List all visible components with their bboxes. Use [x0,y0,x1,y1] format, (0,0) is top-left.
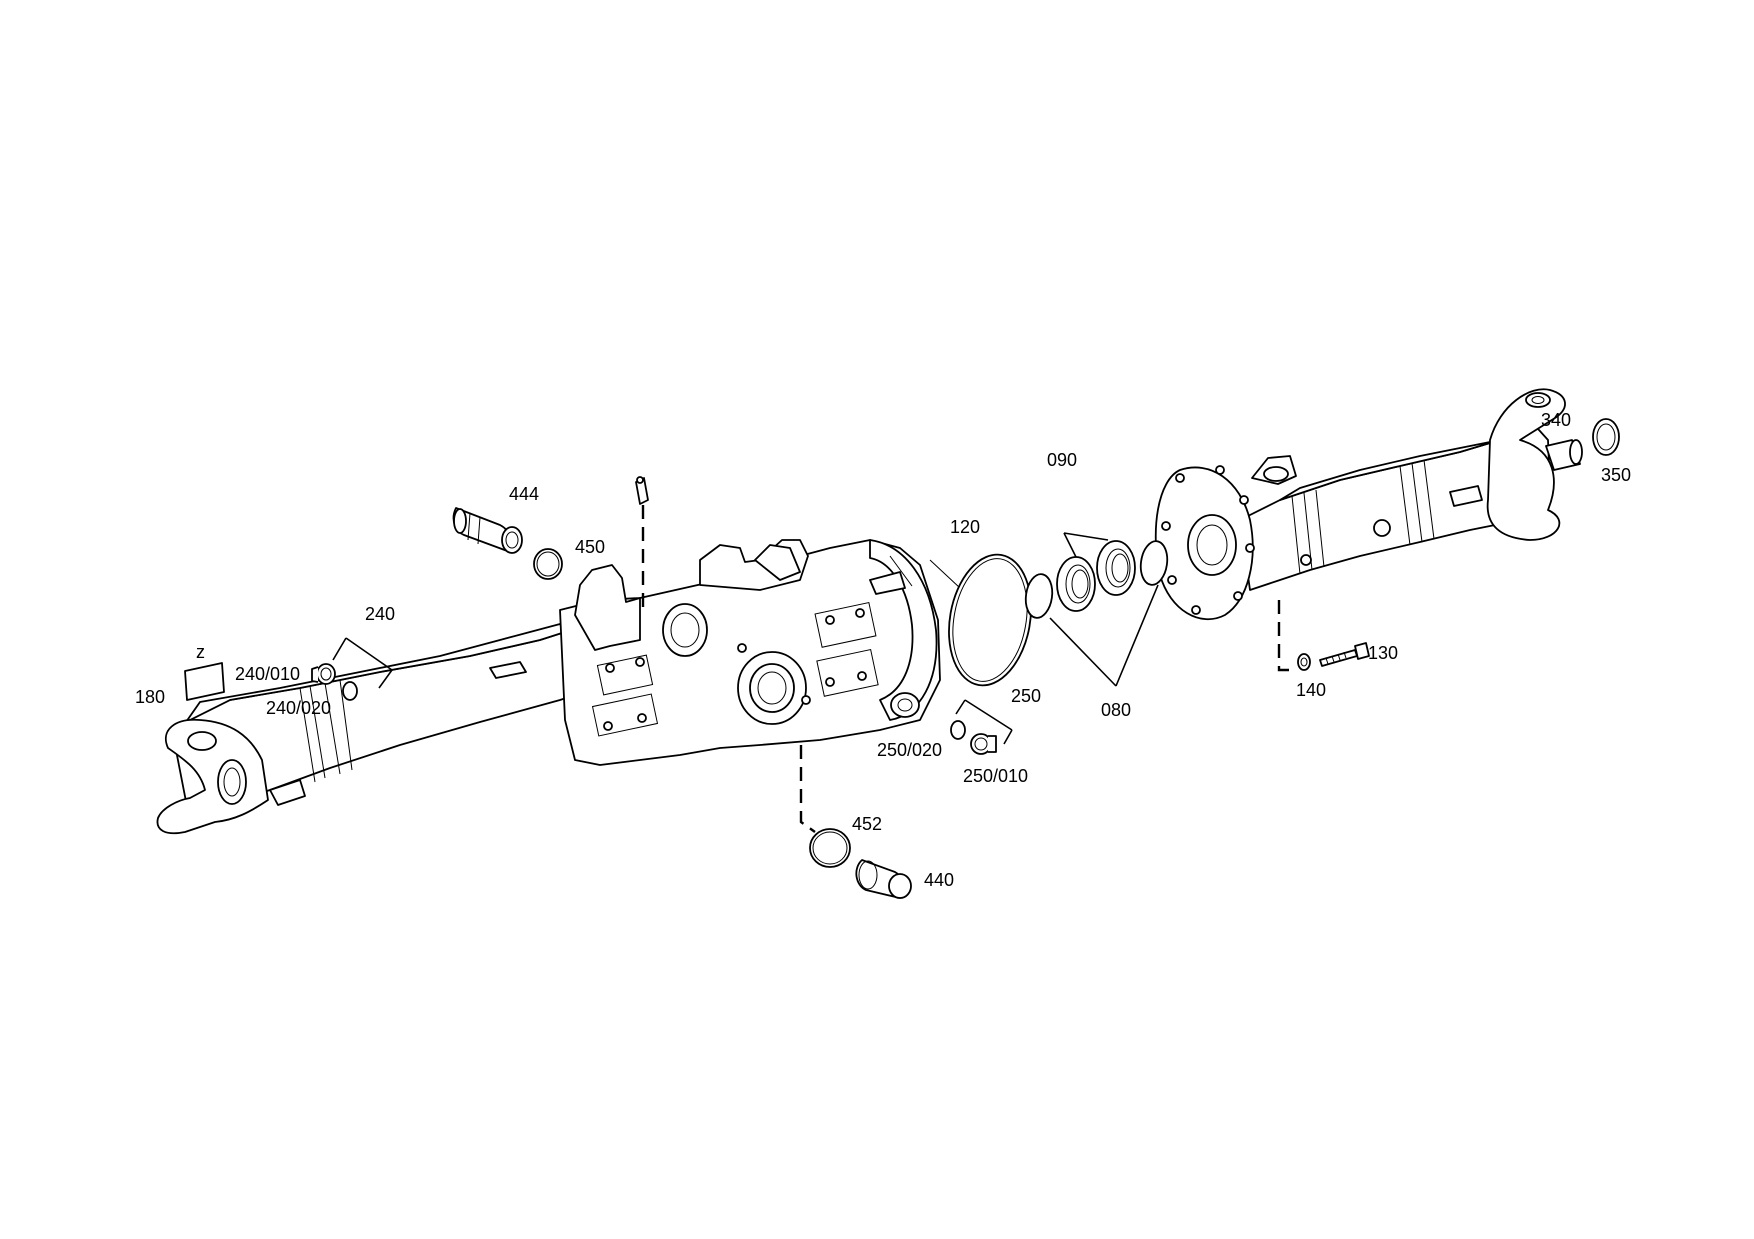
plate-mark: z [196,642,205,662]
callout-450: 450 [575,537,605,557]
callout-240: 240 [365,604,395,624]
bushing-340 [1545,439,1583,471]
callout-444: 444 [509,484,539,504]
callout-180: 180 [135,687,165,707]
bolt-130 [1319,642,1370,667]
callout-340: 340 [1541,410,1571,430]
callout-350: 350 [1601,465,1631,485]
callout-080: 080 [1101,700,1131,720]
washer-140 [1297,653,1311,671]
pin-444 [452,507,523,554]
callout-250: 250 [1011,686,1041,706]
axle-housing-left [156,539,961,835]
ring-080-b [1139,540,1169,586]
callout-250-010: 250/010 [963,766,1028,786]
callout-240-010: 240/010 [235,664,300,684]
callout-130: 130 [1368,643,1398,663]
ring-240-020 [342,681,358,701]
ring-080-a [1024,573,1054,619]
callout-labels: 090 120 444 450 240 240/010 240/020 180 … [135,410,1631,890]
plug-240-010 [311,663,336,685]
callout-240-020: 240/020 [266,698,331,718]
leader-lines [332,532,1159,745]
assembly-line-bottom [799,745,816,833]
ring-250-020 [950,720,966,740]
bearing-090-a [1056,556,1096,612]
callout-140: 140 [1296,680,1326,700]
ring-452 [809,828,851,868]
callout-120: 120 [950,517,980,537]
seal-350 [1592,418,1620,456]
o-ring-120 [948,553,1032,687]
callout-440: 440 [924,870,954,890]
callout-250-020: 250/020 [877,740,942,760]
assembly-line-right [1277,600,1296,672]
plug-250-010 [970,733,997,755]
plug-440 [855,859,912,899]
callout-452: 452 [852,814,882,834]
plate-180: z [184,642,225,701]
bearing-090-b [1096,540,1136,596]
callout-090: 090 [1047,450,1077,470]
grease-nipple [635,476,649,505]
ring-450 [533,548,563,580]
axle-housing-right [1154,388,1566,621]
